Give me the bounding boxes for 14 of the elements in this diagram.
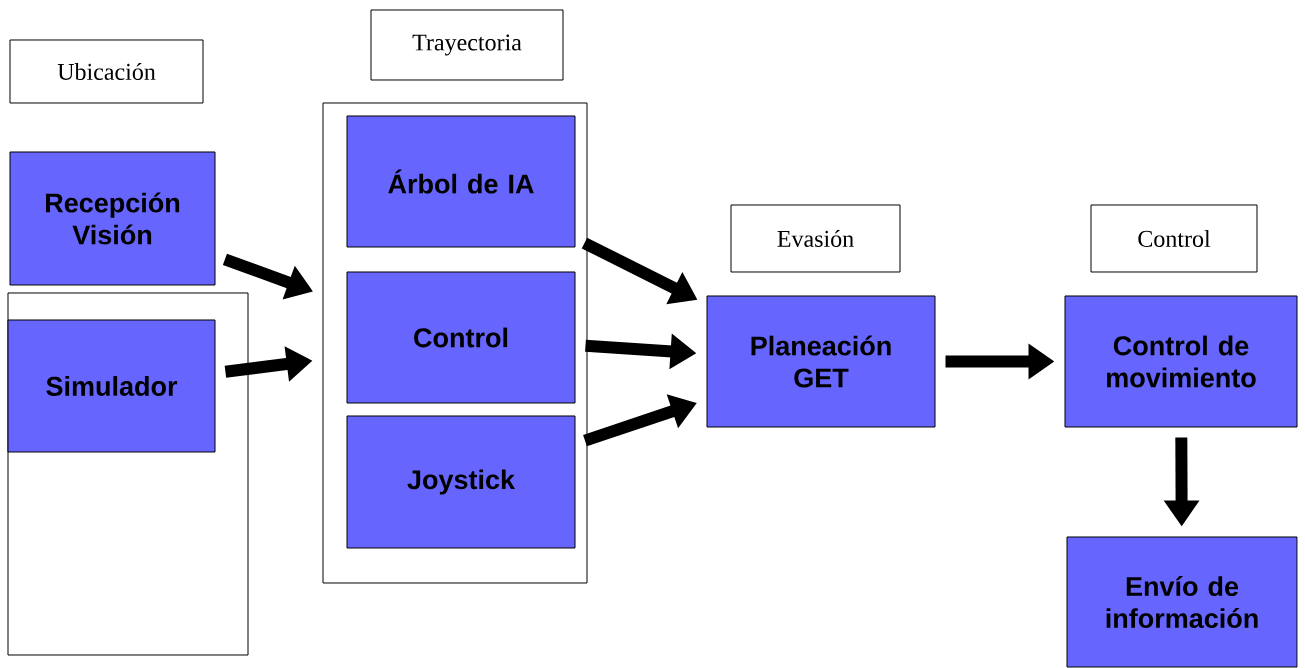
container-box [322, 102, 588, 584]
label-box: Evasión [730, 204, 901, 273]
process-box: Planeación GET [706, 295, 936, 428]
process-box: Simulador [7, 319, 216, 453]
process-box: Control [346, 271, 576, 404]
process-box: Envío de información [1066, 536, 1298, 668]
label-box: Control [1090, 204, 1258, 273]
process-box: Control de movimiento [1064, 295, 1298, 428]
process-box: Árbol de IA [346, 115, 576, 248]
process-box: Recepción Visión [9, 151, 216, 286]
label-box: Trayectoria [370, 9, 564, 81]
container-box [7, 292, 249, 656]
process-box: Joystick [346, 415, 576, 549]
label-box: Ubicación [9, 39, 204, 104]
